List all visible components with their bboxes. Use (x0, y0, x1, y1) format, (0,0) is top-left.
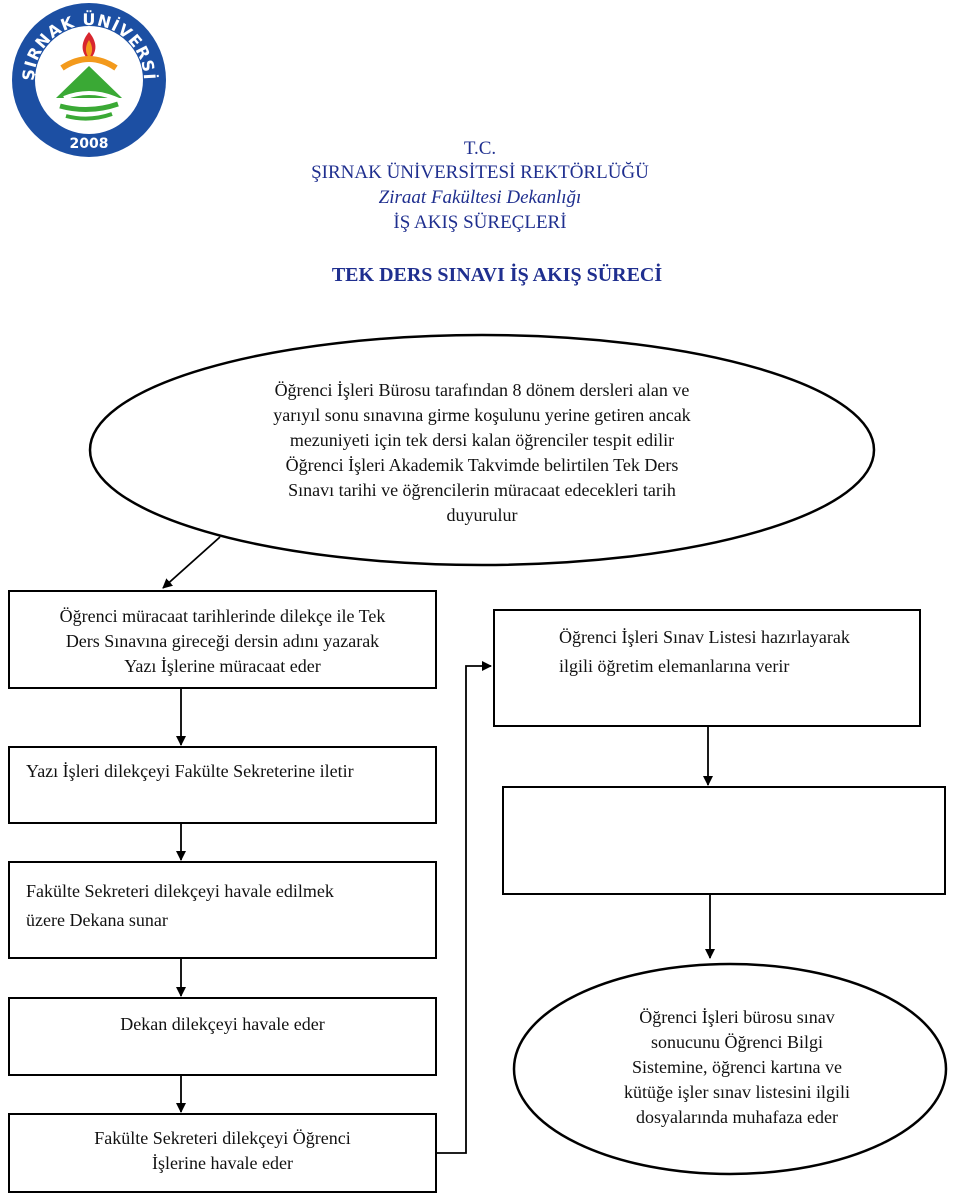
step-line: Fakülte Sekreteri dilekçeyi havale edilm… (26, 881, 334, 901)
start-line: Öğrenci İşleri Bürosu tarafından 8 dönem… (274, 380, 690, 400)
university-logo: T.C. ŞIRNAK ÜNİVERSİTESİ 2008 (0, 0, 174, 158)
start-line: duyurulur (446, 505, 518, 525)
end-text: Öğrenci İşleri bürosu sınav sonucunu Öğr… (570, 1005, 904, 1130)
step-line: Ders Sınavına gireceği dersin adını yaza… (65, 631, 380, 651)
start-text: Öğrenci İşleri Bürosu tarafından 8 dönem… (180, 378, 784, 528)
step-line: İşlerine havale eder (152, 1153, 293, 1173)
end-line: sonucunu Öğrenci Bilgi (651, 1032, 823, 1052)
step-line: Öğrenci İşleri Sınav Listesi hazırlayara… (559, 627, 850, 647)
step-secretary-box: Fakülte Sekreteri dilekçeyi havale edilm… (8, 861, 437, 959)
step-line: Fakülte Sekreteri dilekçeyi Öğrenci (94, 1128, 351, 1148)
step-referral-box: Fakülte Sekreteri dilekçeyi Öğrenci İşle… (8, 1113, 437, 1193)
arrow-start-step1 (162, 536, 221, 589)
header-university: ŞIRNAK ÜNİVERSİTESİ REKTÖRLÜĞÜ (311, 162, 649, 183)
step-line: Yazı İşleri dilekçeyi Fakülte Sekreterin… (26, 761, 354, 781)
step-application-box: Öğrenci müracaat tarihlerinde dilekçe il… (8, 590, 437, 689)
header-faculty: Ziraat Fakültesi Dekanlığı (378, 187, 582, 208)
start-line: mezuniyeti için tek dersi kalan öğrencil… (289, 430, 675, 450)
empty-step-box (502, 786, 946, 895)
step-line: Öğrenci müracaat tarihlerinde dilekçe il… (59, 606, 386, 626)
header-tc: T.C. (463, 138, 497, 159)
end-ellipse (512, 962, 948, 1176)
start-ellipse (88, 333, 876, 567)
page-title: TEK DERS SINAVI İŞ AKIŞ SÜRECİ (331, 264, 663, 286)
arrow-step5-right1 (437, 661, 492, 1154)
header-workflows: İŞ AKIŞ SÜREÇLERİ (393, 212, 567, 233)
end-line: dosyalarında muhafaza eder (636, 1107, 838, 1127)
end-line: kütüğe işler sınav listesini ilgili (624, 1082, 850, 1102)
step-line: ilgili öğretim elemanlarına verir (559, 656, 790, 676)
step-forward-box: Yazı İşleri dilekçeyi Fakülte Sekreterin… (8, 746, 437, 824)
end-line: Öğrenci İşleri bürosu sınav (639, 1007, 835, 1027)
step-line: Dekan dilekçeyi havale eder (120, 1014, 325, 1034)
start-line: yarıyıl sonu sınavına girme koşulunu yer… (273, 405, 691, 425)
step-exam-list-box: Öğrenci İşleri Sınav Listesi hazırlayara… (493, 609, 921, 727)
step-line: Yazı İşlerine müracaat eder (124, 656, 321, 676)
start-line: Sınavı tarihi ve öğrencilerin müracaat e… (288, 480, 676, 500)
start-line: Öğrenci İşleri Akademik Takvimde belirti… (285, 455, 679, 475)
end-line: Sistemine, öğrenci kartına ve (632, 1057, 842, 1077)
logo-year: 2008 (70, 136, 109, 152)
step-line: üzere Dekana sunar (26, 910, 168, 930)
step-dean-box: Dekan dilekçeyi havale eder (8, 997, 437, 1076)
